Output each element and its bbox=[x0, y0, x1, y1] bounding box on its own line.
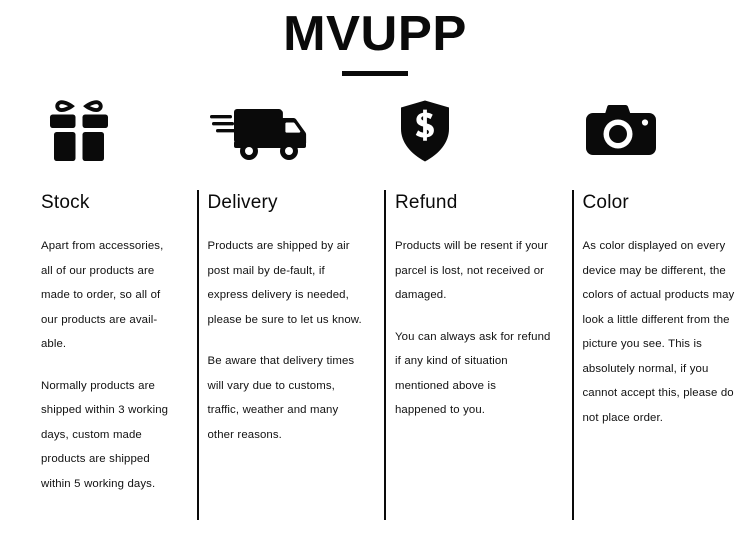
column-body-color: As color displayed on every device may b… bbox=[583, 234, 745, 430]
column-title-refund: Refund bbox=[395, 192, 458, 213]
camera-icon bbox=[585, 92, 745, 170]
column-title-delivery: Delivery bbox=[207, 192, 278, 213]
column-stock: Stock Apart from accessories, all of our… bbox=[0, 92, 188, 532]
paragraph: Apart from accessories, all of our produ… bbox=[41, 240, 164, 350]
paragraph: Products will be resent if your parcel i… bbox=[395, 240, 548, 301]
column-body-delivery: Products are shipped by air post mail by… bbox=[208, 234, 364, 447]
paragraph: Be aware that delivery times will vary d… bbox=[207, 355, 355, 441]
paragraph: Products are shipped by air post mail by… bbox=[207, 240, 362, 326]
feature-columns: Stock Apart from accessories, all of our… bbox=[0, 92, 750, 532]
column-title-stock: Stock bbox=[41, 192, 90, 213]
paragraph: You can always ask for refund if any kin… bbox=[395, 330, 551, 417]
column-body-stock: Apart from accessories, all of our produ… bbox=[41, 234, 176, 496]
gift-box-icon bbox=[43, 92, 176, 170]
title-underline-rule bbox=[342, 71, 408, 76]
paragraph: As color displayed on every device may b… bbox=[582, 240, 735, 424]
column-refund: Refund Products will be resent if your p… bbox=[375, 92, 563, 532]
header: MVUPP bbox=[0, 0, 750, 76]
column-color: Color As color displayed on every device… bbox=[563, 92, 750, 532]
brand-title: MVUPP bbox=[283, 7, 467, 61]
column-body-refund: Products will be resent if your parcel i… bbox=[395, 234, 551, 423]
paragraph: Normally products are shipped within 3 w… bbox=[41, 379, 169, 490]
shield-dollar-icon bbox=[397, 92, 551, 170]
column-delivery: Delivery Products are shipped by air pos… bbox=[188, 92, 376, 532]
delivery-truck-icon bbox=[209, 92, 364, 170]
column-title-color: Color bbox=[582, 192, 629, 213]
